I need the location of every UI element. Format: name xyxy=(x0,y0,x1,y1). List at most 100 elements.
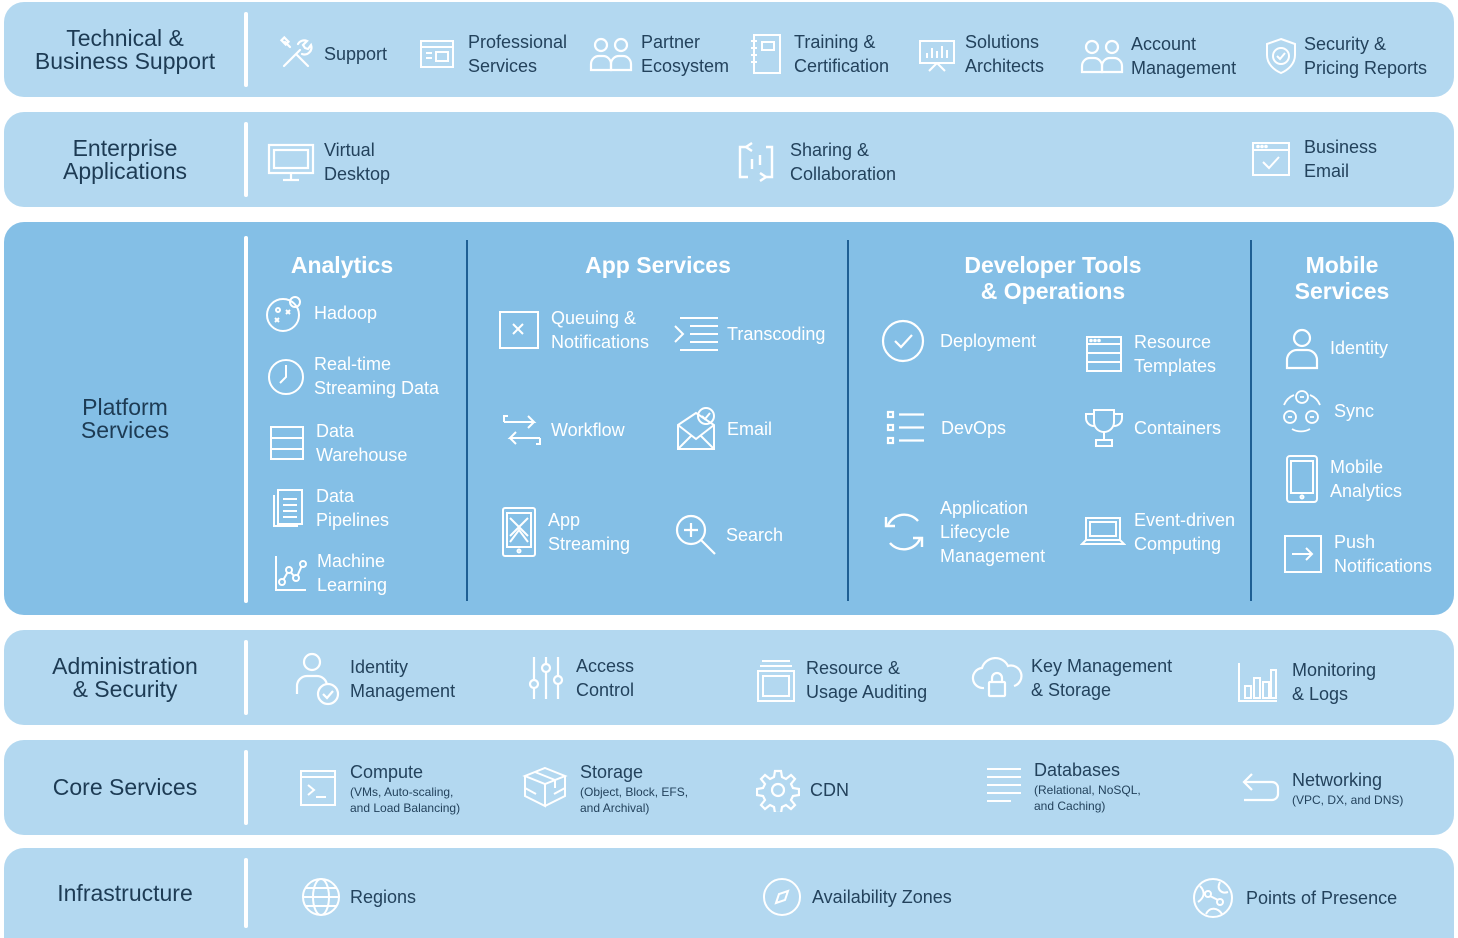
band-divider xyxy=(244,236,248,603)
column-title-mobile-services: Mobile Services xyxy=(1294,252,1390,304)
user-icon xyxy=(1282,326,1322,370)
item-containers: Containers xyxy=(1082,406,1221,450)
item-resource-usage-auditing: Resource &Usage Auditing xyxy=(756,656,927,704)
item-mobile-identity: Identity xyxy=(1282,326,1388,370)
tools-icon xyxy=(276,34,316,74)
document-icon xyxy=(270,487,306,529)
bar-chart-icon xyxy=(1236,660,1280,704)
band-label: Infrastructure xyxy=(57,879,193,906)
laptop-icon xyxy=(1080,514,1126,550)
band-label: Administration& Security xyxy=(52,652,198,702)
column-title-developer-tools: Developer Tools & Operations xyxy=(964,252,1142,304)
phone-icon xyxy=(1284,454,1320,504)
band-divider xyxy=(244,858,248,928)
column-separator xyxy=(1250,240,1252,601)
column-separator xyxy=(847,240,849,601)
compass-icon xyxy=(760,876,804,918)
item-monitoring-logs: Monitoring& Logs xyxy=(1236,658,1376,706)
item-transcoding: Transcoding xyxy=(672,312,825,356)
trophy-icon xyxy=(1082,406,1126,450)
item-workflow: Workflow xyxy=(500,408,625,452)
push-icon xyxy=(1282,532,1324,576)
table-icon xyxy=(268,423,306,463)
hadoop-icon xyxy=(264,292,306,334)
people-icon xyxy=(1080,36,1124,76)
queue-icon xyxy=(498,308,540,352)
item-security-pricing: Security &Pricing Reports xyxy=(1264,32,1427,80)
globe-pins-icon xyxy=(1190,876,1236,920)
item-storage: Storage(Object, Block, EFS,and Archival) xyxy=(520,760,688,816)
graph-icon xyxy=(272,552,308,594)
item-deployment: Deployment xyxy=(880,318,1036,364)
item-availability-zones: Availability Zones xyxy=(760,876,952,918)
item-mobile-sync: Sync xyxy=(1278,387,1374,435)
user-sync-icon xyxy=(1278,387,1326,435)
column-title-analytics: Analytics xyxy=(290,252,394,278)
item-points-of-presence: Points of Presence xyxy=(1190,876,1397,920)
people-icon xyxy=(589,34,633,74)
template-icon xyxy=(1084,333,1124,375)
shield-icon xyxy=(1264,36,1298,76)
boxes-icon xyxy=(520,764,570,812)
item-email: Email xyxy=(674,405,772,453)
item-regions: Regions xyxy=(300,876,416,918)
item-devops: DevOps xyxy=(884,408,1006,448)
user-check-icon xyxy=(294,652,342,706)
item-search: Search xyxy=(673,512,783,558)
check-circle-icon xyxy=(880,318,926,364)
item-training-certification: Training &Certification xyxy=(748,30,889,78)
band-technical-support: Technical &Business Support Support Prof… xyxy=(4,2,1454,97)
item-compute: Compute(VMs, Auto-scaling,and Load Balan… xyxy=(298,760,460,816)
band-divider xyxy=(244,640,248,715)
lines-icon xyxy=(984,763,1024,809)
band-core-services: Core Services Compute(VMs, Auto-scaling,… xyxy=(4,740,1454,835)
item-networking: Networking(VPC, DX, and DNS) xyxy=(1238,768,1403,808)
cycle-icon xyxy=(878,507,930,557)
terminal-icon xyxy=(298,767,338,809)
monitor-icon xyxy=(266,140,316,184)
band-divider xyxy=(244,750,248,825)
gear-icon xyxy=(756,768,800,812)
item-sharing-collaboration: Sharing &Collaboration xyxy=(732,138,896,186)
band-label: Technical &Business Support xyxy=(34,24,216,74)
item-support: Support xyxy=(276,34,387,74)
item-databases: Databases(Relational, NoSQL,and Caching) xyxy=(984,758,1141,814)
band-divider xyxy=(244,122,248,197)
column-separator xyxy=(466,240,468,601)
workflow-icon xyxy=(500,408,544,452)
transcode-icon xyxy=(672,312,720,356)
sync-arrows-icon xyxy=(732,139,780,185)
notebook-icon xyxy=(748,32,784,76)
band-label: Core Services xyxy=(52,774,198,800)
return-arrow-icon xyxy=(1238,768,1282,808)
clock-icon xyxy=(266,355,306,397)
item-queuing-notifications: Queuing &Notifications xyxy=(498,306,649,354)
checked-window-icon xyxy=(1250,138,1292,180)
item-key-management: Key Management& Storage xyxy=(970,654,1172,702)
list-icon xyxy=(884,408,926,448)
item-hadoop: Hadoop xyxy=(264,292,377,334)
tablet-icon xyxy=(500,506,538,558)
email-icon xyxy=(674,405,720,453)
stack-icon xyxy=(756,657,796,703)
